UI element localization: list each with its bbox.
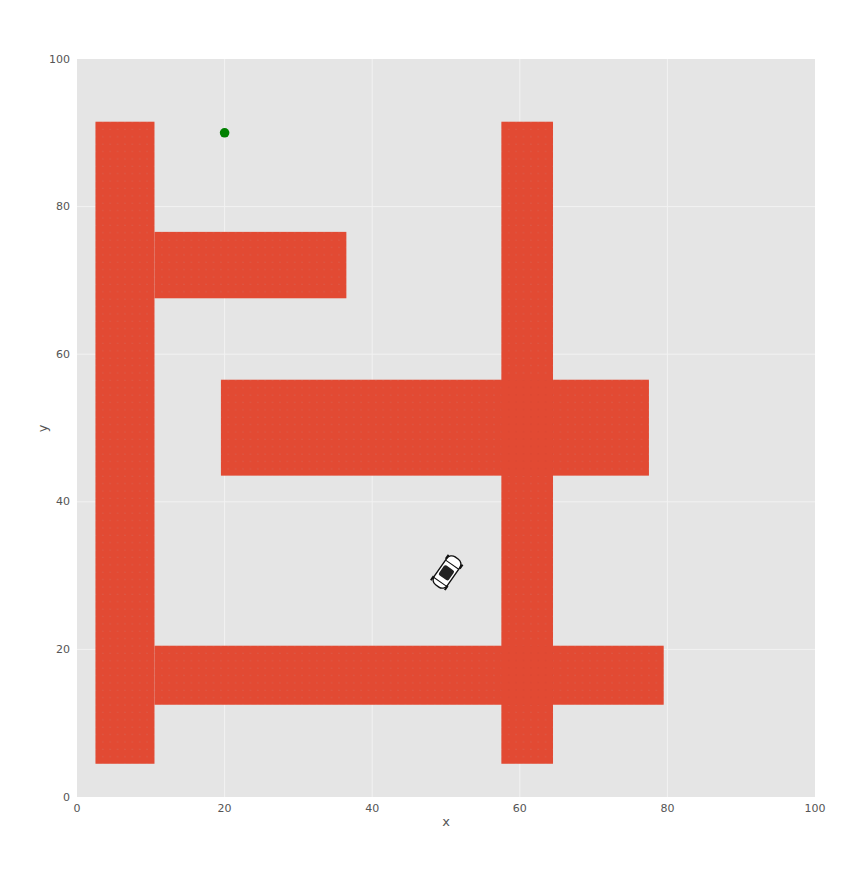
tick-label: 80 bbox=[660, 803, 674, 814]
tick-label: 20 bbox=[56, 644, 70, 655]
tick-label: 80 bbox=[56, 201, 70, 212]
axis-label: y bbox=[36, 424, 49, 432]
tick-label: 0 bbox=[63, 792, 70, 803]
axis-label: x bbox=[442, 815, 450, 828]
tick-label: 20 bbox=[218, 803, 232, 814]
axes-background bbox=[77, 59, 815, 797]
tick-label: 40 bbox=[56, 496, 70, 507]
obstacles bbox=[95, 122, 663, 764]
tick-label: 100 bbox=[49, 54, 70, 65]
tick-label: 40 bbox=[365, 803, 379, 814]
goal-point bbox=[220, 128, 230, 138]
grid-lines bbox=[77, 59, 815, 797]
tick-label: 0 bbox=[74, 803, 81, 814]
tick-label: 100 bbox=[805, 803, 826, 814]
tick-label: 60 bbox=[513, 803, 527, 814]
car-icon bbox=[429, 553, 464, 592]
tick-label: 60 bbox=[56, 349, 70, 360]
